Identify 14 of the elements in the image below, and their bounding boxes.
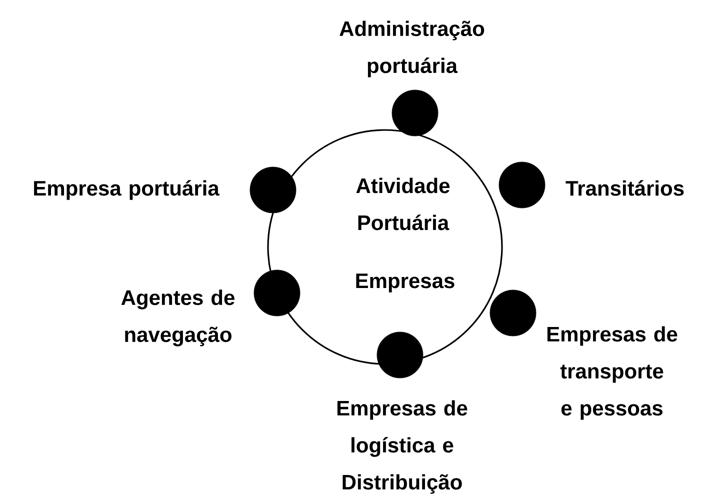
dot	[250, 166, 296, 214]
dot	[498, 162, 546, 208]
member-label: Transitários	[566, 180, 684, 196]
dot	[490, 290, 536, 336]
center-title: Atividade Portuária	[356, 178, 450, 230]
dot	[254, 270, 300, 316]
member-label: Empresas de transporte e pessoas	[547, 326, 678, 420]
member-label: Agentes de navegação	[121, 290, 234, 346]
member-label: Empresas de logística e Distribuição	[337, 400, 468, 494]
center-label: Empresas	[356, 274, 454, 292]
member-label: Administração portuária	[340, 20, 484, 78]
dot	[392, 90, 438, 136]
dot	[376, 332, 424, 378]
member-label: Empresa portuária	[34, 180, 220, 200]
